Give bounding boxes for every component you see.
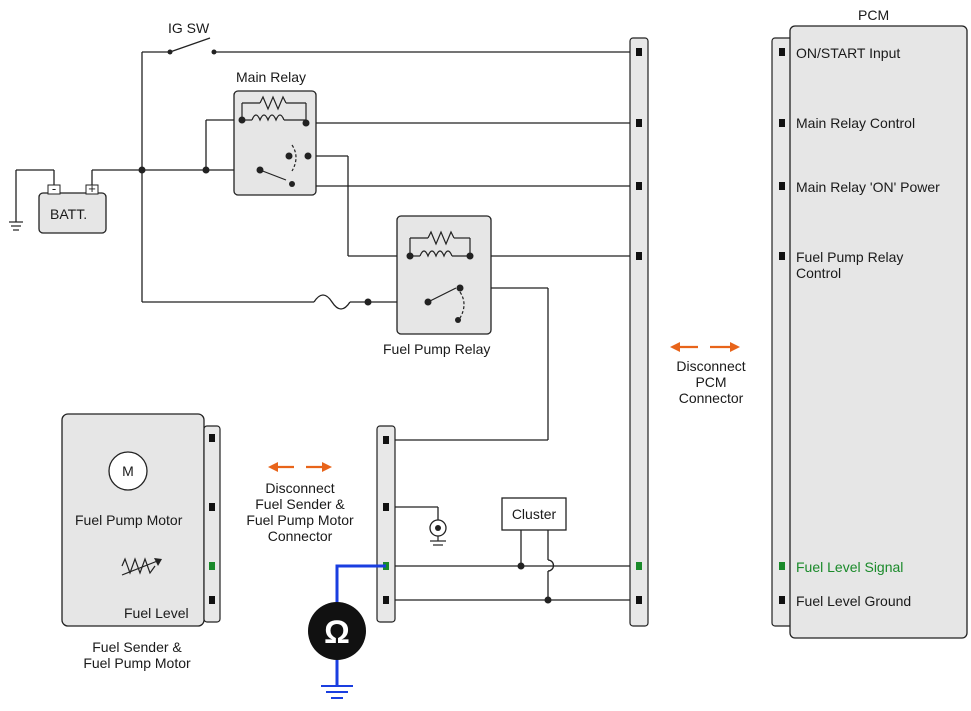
- ig-sw-label: IG SW: [168, 20, 210, 36]
- fuel-pump-relay: Fuel Pump Relay: [383, 215, 492, 357]
- pcm-label: PCM: [858, 7, 889, 23]
- fuel-pump-relay-label: Fuel Pump Relay: [383, 341, 490, 357]
- disconnect-arrows-icon: [670, 342, 740, 352]
- ohm-symbol-icon: Ω: [324, 614, 350, 650]
- pcm-pin-main-relay-on-power: Main Relay 'ON' Power: [796, 179, 940, 195]
- pcm-connector-strip: [629, 37, 649, 627]
- ignition-switch: IG SW: [167, 20, 217, 55]
- ohmmeter: Ω: [308, 564, 386, 699]
- pcm-pin-fuel-level-signal: Fuel Level Signal: [796, 559, 903, 575]
- disconnect-sender-line-1: Disconnect: [265, 480, 334, 496]
- variable-resistor-icon: [121, 557, 162, 576]
- disconnect-sender-line-3: Fuel Pump Motor: [246, 512, 354, 528]
- sender-connector-strip: [376, 425, 396, 623]
- motor-icon: M: [108, 451, 148, 491]
- fuel-pump-motor-label: Fuel Pump Motor: [75, 512, 183, 528]
- disconnect-sender-line-2: Fuel Sender &: [255, 496, 345, 512]
- ground-icon: [9, 221, 23, 231]
- pcm-pin-fuel-pump-relay-control-2: Control: [796, 265, 841, 281]
- battery-label: BATT.: [50, 206, 87, 222]
- ground-icon: [429, 519, 447, 546]
- pcm-pin-main-relay-control: Main Relay Control: [796, 115, 915, 131]
- main-relay: Main Relay: [233, 69, 317, 196]
- cluster-label: Cluster: [512, 506, 557, 522]
- battery-minus-label: -: [52, 181, 56, 196]
- battery-plus-label: +: [88, 181, 96, 196]
- main-relay-label: Main Relay: [236, 69, 306, 85]
- disconnect-sender-line-4: Connector: [268, 528, 333, 544]
- disconnect-pcm-line-3: Connector: [679, 390, 744, 406]
- pcm-pin-on-start: ON/START Input: [796, 45, 900, 61]
- fuel-level-label: Fuel Level: [124, 605, 189, 621]
- disconnect-sender-note: Disconnect Fuel Sender & Fuel Pump Motor…: [246, 462, 354, 544]
- cluster-box: Cluster: [501, 497, 567, 531]
- module-caption-line-1: Fuel Sender &: [92, 639, 182, 655]
- pcm-pin-fuel-pump-relay-control-1: Fuel Pump Relay: [796, 249, 903, 265]
- pcm-module: PCM ON/START Input Main Relay Control Ma…: [771, 7, 968, 639]
- battery: - + BATT.: [38, 181, 107, 234]
- disconnect-pcm-line-1: Disconnect: [676, 358, 745, 374]
- module-caption-line-2: Fuel Pump Motor: [83, 655, 191, 671]
- disconnect-pcm-note: Disconnect PCM Connector: [670, 342, 746, 406]
- pcm-pin-fuel-level-ground: Fuel Level Ground: [796, 593, 911, 609]
- fuel-sender-module: M Fuel Pump Motor Fuel Level Fuel Sender…: [61, 413, 221, 671]
- ground-icon: [321, 685, 353, 699]
- disconnect-arrows-icon: [268, 462, 332, 472]
- disconnect-pcm-line-2: PCM: [695, 374, 726, 390]
- junction-dots: [138, 166, 552, 604]
- motor-symbol-label: M: [122, 463, 134, 479]
